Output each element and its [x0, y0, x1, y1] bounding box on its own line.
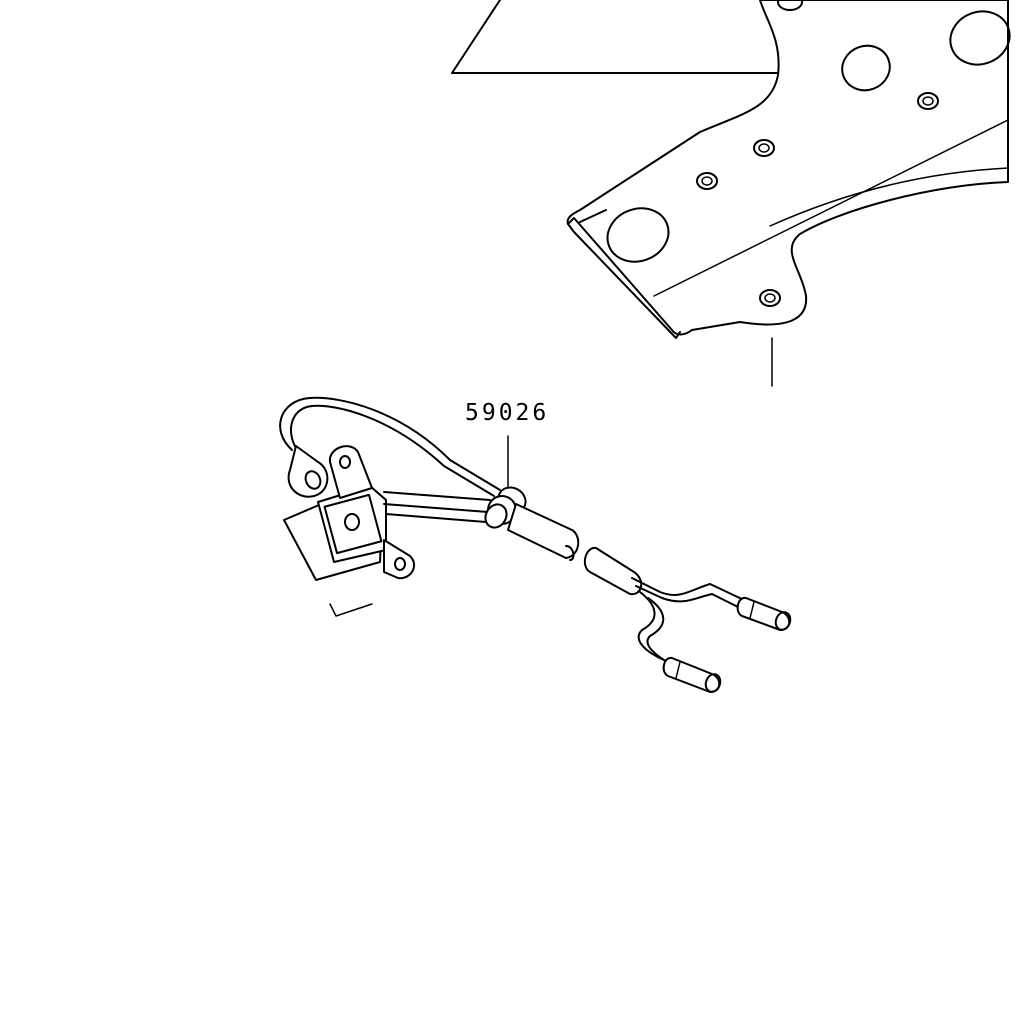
sensor-lower-edge	[329, 603, 373, 617]
wire-upper-a	[631, 577, 745, 601]
wire-bundle-top	[383, 491, 491, 501]
bracket-hole-right	[949, 10, 1011, 66]
callout-wedge-line	[451, 0, 817, 74]
sensor-body	[283, 445, 416, 617]
wire-lower-a	[637, 591, 665, 661]
cable-break-1	[565, 545, 575, 561]
bracket-inner-edge	[769, 167, 1009, 227]
sensor-assembly	[279, 396, 792, 693]
bolt-hole-4	[759, 289, 781, 307]
cable-sheath-1	[507, 503, 580, 559]
bracket-hole-medium	[841, 44, 891, 92]
bolt-hole-3	[917, 92, 939, 110]
bolt-hole-2	[696, 172, 718, 190]
bullet-connector-upper	[736, 596, 792, 631]
bracket-hole-large	[606, 207, 670, 263]
wire-upper-b	[635, 585, 741, 609]
wire-bundle-bottom	[385, 513, 487, 523]
bracket-plate	[566, 0, 1009, 336]
ring-terminal	[287, 445, 329, 498]
bracket-crease	[653, 119, 1009, 297]
cable-sheath-2	[583, 546, 643, 596]
bolt-hole-1	[753, 139, 775, 157]
part-number-label-59026: 59026	[465, 400, 550, 426]
bracket-fold-edge	[567, 223, 681, 339]
frame-bracket	[451, 0, 1011, 387]
ground-wire	[279, 396, 501, 491]
wire-lower-b	[646, 597, 671, 665]
bullet-connector-lower	[662, 656, 722, 693]
bracket-hole-top	[777, 0, 803, 11]
wire-bundle-mid	[383, 503, 489, 513]
ground-wire-inner	[290, 404, 495, 497]
bracket-fold-edge-2	[579, 209, 607, 223]
